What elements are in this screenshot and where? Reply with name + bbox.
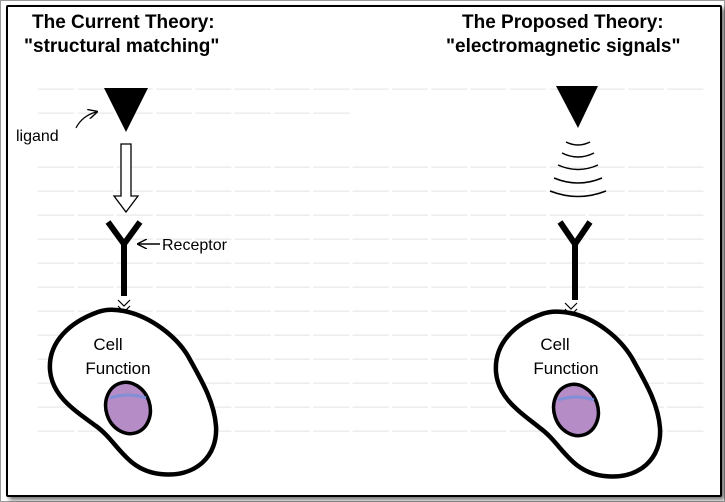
- left-title-line2: "structural matching": [24, 36, 220, 57]
- hollow-down-arrow: [112, 143, 140, 214]
- right-title-line2: "electromagnetic signals": [446, 36, 681, 57]
- left-ligand-triangle: [104, 88, 148, 132]
- ligand-pointer-arrow: [75, 112, 96, 129]
- ligand-label: ligand: [16, 128, 59, 145]
- left-nucleus: [103, 380, 153, 436]
- left-title-line1: The Current Theory:: [32, 12, 215, 33]
- right-receptor: [557, 220, 593, 300]
- right-cell-label-line1: Cell: [540, 335, 569, 354]
- right-cell-label-line2: Function: [533, 359, 598, 378]
- left-receptor: [105, 220, 143, 296]
- right-ligand-triangle: [556, 86, 598, 128]
- right-nucleus: [551, 382, 601, 438]
- left-cell-label-line1: Cell: [93, 335, 122, 354]
- left-cell-label-line2: Function: [85, 359, 150, 378]
- electromagnetic-waves: [549, 141, 607, 198]
- right-title-line1: The Proposed Theory:: [462, 12, 664, 33]
- receptor-label: Receptor: [162, 237, 228, 254]
